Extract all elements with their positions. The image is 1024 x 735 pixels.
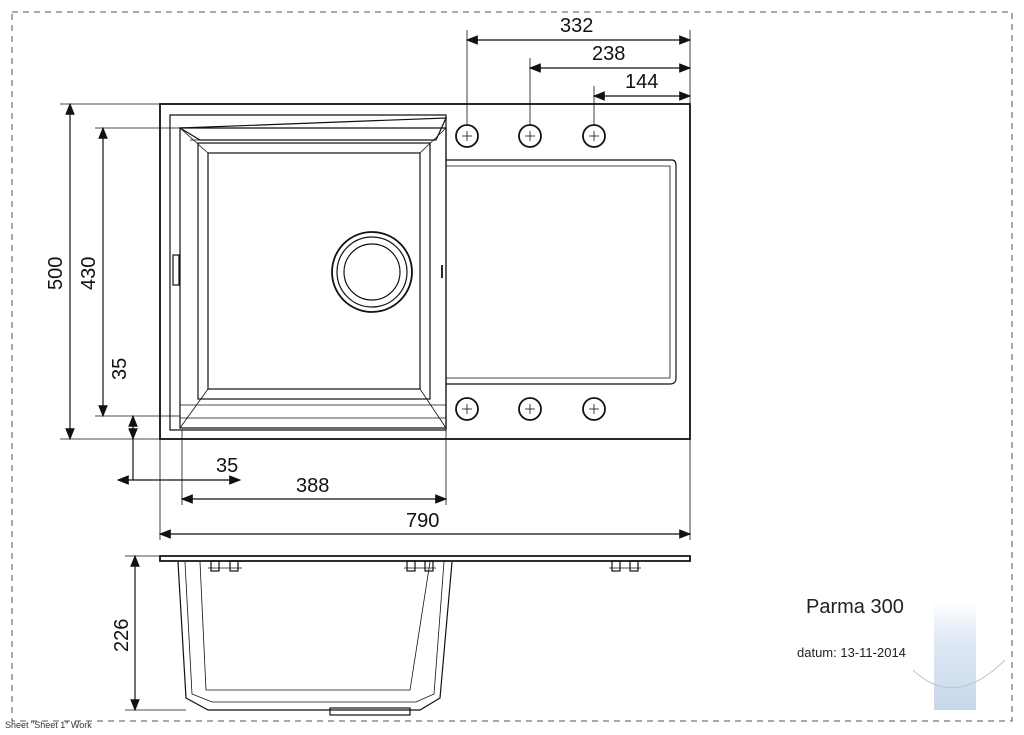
sink-outline xyxy=(159,103,691,440)
logo-arc xyxy=(912,659,1006,689)
dim-226: 226 xyxy=(111,619,133,652)
drain xyxy=(331,231,413,313)
dim-238: 238 xyxy=(592,43,625,65)
dim-790: 790 xyxy=(406,510,439,532)
top-view xyxy=(159,103,691,440)
sheet-frame xyxy=(11,11,1013,722)
brand-logo-watermark xyxy=(934,600,976,710)
dim-144: 144 xyxy=(625,71,658,93)
dim-35-horizontal: 35 xyxy=(216,455,238,477)
drainer-board xyxy=(446,159,677,385)
dim-332: 332 xyxy=(560,15,593,37)
bowl-rim xyxy=(169,114,447,431)
datum-label: datum: xyxy=(797,645,837,660)
datum-value: 13-11-2014 xyxy=(840,645,906,660)
sheet-label: Sheet "Sheet 1" Work xyxy=(5,720,92,730)
product-title: Parma 300 xyxy=(806,596,904,618)
dim-430: 430 xyxy=(78,257,100,290)
dim-500: 500 xyxy=(45,257,67,290)
side-profile xyxy=(159,555,691,562)
tap-holes xyxy=(455,124,606,421)
dim-388: 388 xyxy=(296,475,329,497)
side-view xyxy=(159,555,691,716)
datum-line: datum: 13-11-2014 xyxy=(797,645,906,660)
dim-35-vertical: 35 xyxy=(109,358,131,380)
